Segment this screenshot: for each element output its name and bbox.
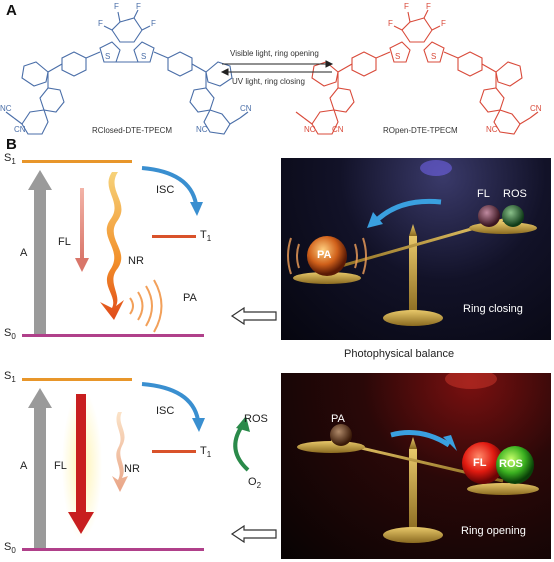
- top-absorption-arrow: [28, 170, 52, 334]
- reverse-reaction-label: UV light, ring closing: [232, 77, 305, 86]
- closed-compound-label: RClosed-DTE-TPECM: [92, 126, 173, 135]
- balance-scale-top: [287, 160, 537, 326]
- closed-cn-right: CN: [240, 104, 252, 113]
- open-nc-left: NC: [304, 125, 316, 134]
- open-cn-left: CN: [332, 125, 344, 134]
- bottom-s1-label: S1: [4, 370, 16, 385]
- panel-b-letter: B: [6, 136, 17, 153]
- top-s1-label: S1: [4, 152, 16, 167]
- top-nr-label: NR: [128, 255, 144, 267]
- top-t1-label: T1: [200, 229, 212, 244]
- top-pa-label: PA: [183, 292, 197, 304]
- bottom-fluorescence-arrow: [62, 390, 102, 540]
- top-photo-ros-label: ROS: [503, 188, 527, 200]
- closed-fluorine-1: F: [114, 2, 119, 11]
- closed-fluorine-3: F: [98, 19, 103, 28]
- top-s0-label: S0: [4, 327, 16, 342]
- top-fluorescence-arrow: [75, 188, 89, 272]
- open-fluorine-3: F: [388, 19, 393, 28]
- top-pa-waves: [129, 279, 163, 333]
- top-s0-level: [22, 334, 204, 337]
- forward-reaction-label: Visible light, ring opening: [230, 49, 319, 58]
- bottom-nr-label: NR: [124, 463, 140, 475]
- ring-closing-illustration: PA FL ROS Ring closing: [281, 158, 551, 340]
- bottom-ros-arrow: [233, 424, 250, 472]
- bottom-nonradiative-arrow: [112, 412, 128, 492]
- jablonski-diagrams: [22, 160, 277, 551]
- open-compound-label: ROpen-DTE-TPECM: [383, 126, 458, 135]
- photophysical-balance-caption: Photophysical balance: [344, 348, 455, 360]
- closed-cn-left-2: CN: [14, 125, 26, 134]
- bottom-photo-pa-label: PA: [331, 413, 345, 425]
- bottom-s0-level: [22, 548, 204, 551]
- closed-sulfur-1: S: [105, 52, 111, 61]
- top-s1-level: [22, 160, 132, 163]
- closed-structure: [5, 9, 249, 135]
- open-cn-right: CN: [530, 104, 542, 113]
- bottom-a-label: A: [20, 460, 28, 472]
- panel-a-letter: A: [6, 2, 17, 19]
- bottom-s0-label: S0: [4, 541, 16, 556]
- open-nc-right: NC: [486, 125, 498, 134]
- ring-opening-illustration: PA FL ROS Ring opening: [281, 373, 551, 559]
- molecule-structures: [5, 9, 539, 135]
- open-sulfur-1: S: [395, 52, 401, 61]
- top-photo-caption: Ring closing: [463, 303, 523, 315]
- closed-nc-right: NC: [196, 125, 208, 134]
- top-t1-level: [152, 235, 196, 238]
- bottom-s1-level: [22, 378, 132, 381]
- bottom-isc-arrow: [141, 382, 200, 421]
- open-fluorine-4: F: [441, 19, 446, 28]
- bottom-photo-fl-label: FL: [473, 457, 487, 469]
- bottom-absorption-arrow: [28, 388, 52, 548]
- bottom-t1-label: T1: [200, 445, 212, 460]
- top-photo-fl-label: FL: [477, 188, 490, 200]
- open-sulfur-2: S: [431, 52, 437, 61]
- equilibrium-arrows: [220, 60, 334, 76]
- bottom-fl-label: FL: [54, 460, 67, 472]
- closed-cn-left: NC: [0, 104, 12, 113]
- open-structure: [295, 9, 539, 135]
- top-photo-pa-label: PA: [317, 249, 332, 261]
- bottom-t1-level: [152, 450, 196, 453]
- bottom-o2-label: O2: [248, 476, 262, 491]
- top-diagram: [22, 160, 204, 337]
- bottom-diagram: [22, 378, 250, 551]
- closed-fluorine-4: F: [151, 19, 156, 28]
- top-hollow-arrow: [230, 306, 277, 326]
- closed-sulfur-2: S: [141, 52, 147, 61]
- balance-scale-bottom: [297, 373, 539, 543]
- top-a-label: A: [20, 247, 28, 259]
- bottom-photo-ros-label: ROS: [499, 458, 523, 470]
- top-nonradiative-arrow: [100, 172, 124, 320]
- closed-fluorine-2: F: [136, 2, 141, 11]
- top-fl-label: FL: [58, 236, 71, 248]
- bottom-photo-caption: Ring opening: [461, 525, 526, 537]
- top-isc-label: ISC: [156, 184, 175, 196]
- bottom-ros-label: ROS: [244, 413, 268, 425]
- open-fluorine-2: F: [426, 2, 431, 11]
- open-fluorine-1: F: [404, 2, 409, 11]
- bottom-isc-label: ISC: [156, 405, 175, 417]
- bottom-hollow-arrow: [230, 524, 277, 544]
- top-isc-arrow: [141, 166, 198, 205]
